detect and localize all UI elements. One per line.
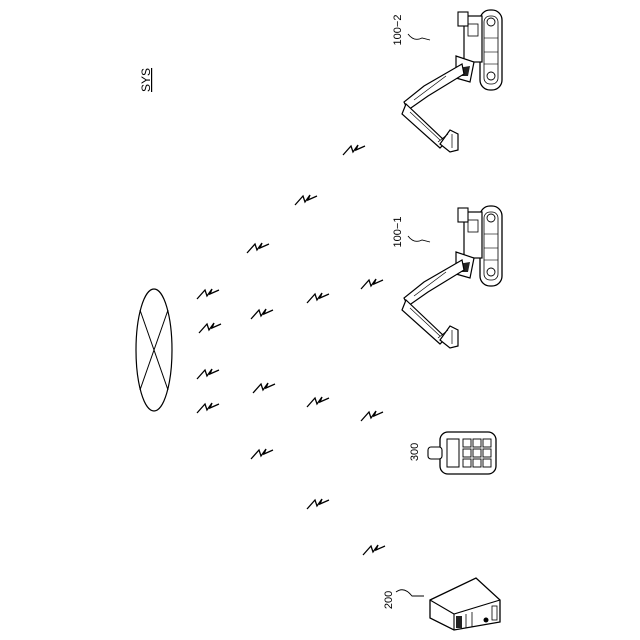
wireless-signal-icon — [307, 499, 329, 509]
terminal-label: 300 — [409, 443, 421, 461]
wireless-signal-icon — [361, 411, 383, 421]
wireless-links — [197, 145, 385, 555]
excavator-2: 100−2 — [392, 10, 502, 152]
server-label: 200 — [383, 591, 395, 609]
wireless-signal-icon — [197, 289, 219, 299]
server: 200 — [383, 578, 500, 630]
excavator-2-label: 100−2 — [392, 15, 404, 46]
handheld-terminal: 300 — [409, 432, 496, 474]
excavator-1: 100−1 — [392, 206, 502, 348]
server-icon — [430, 578, 500, 630]
wireless-signal-icon — [307, 293, 329, 303]
wireless-signal-icon — [247, 243, 269, 253]
handheld-terminal-icon — [428, 432, 496, 474]
wireless-signal-icon — [361, 279, 383, 289]
excavator-icon — [402, 206, 502, 348]
system-label: SYS — [139, 68, 153, 92]
wireless-signal-icon — [343, 145, 365, 155]
excavator-1-leader-line — [408, 236, 430, 242]
excavator-icon — [402, 10, 502, 152]
wireless-signal-icon — [251, 309, 273, 319]
excavator-1-label: 100−1 — [392, 217, 404, 248]
satellite-dish-icon — [136, 289, 172, 411]
wireless-signal-icon — [295, 195, 317, 205]
wireless-signal-icon — [197, 403, 219, 413]
wireless-signal-icon — [307, 397, 329, 407]
server-leader-line — [396, 590, 424, 596]
wireless-signal-icon — [197, 369, 219, 379]
excavator-2-leader-line — [408, 34, 430, 40]
wireless-signal-icon — [199, 323, 221, 333]
wireless-signal-icon — [363, 545, 385, 555]
wireless-signal-icon — [253, 383, 275, 393]
wireless-signal-icon — [251, 449, 273, 459]
